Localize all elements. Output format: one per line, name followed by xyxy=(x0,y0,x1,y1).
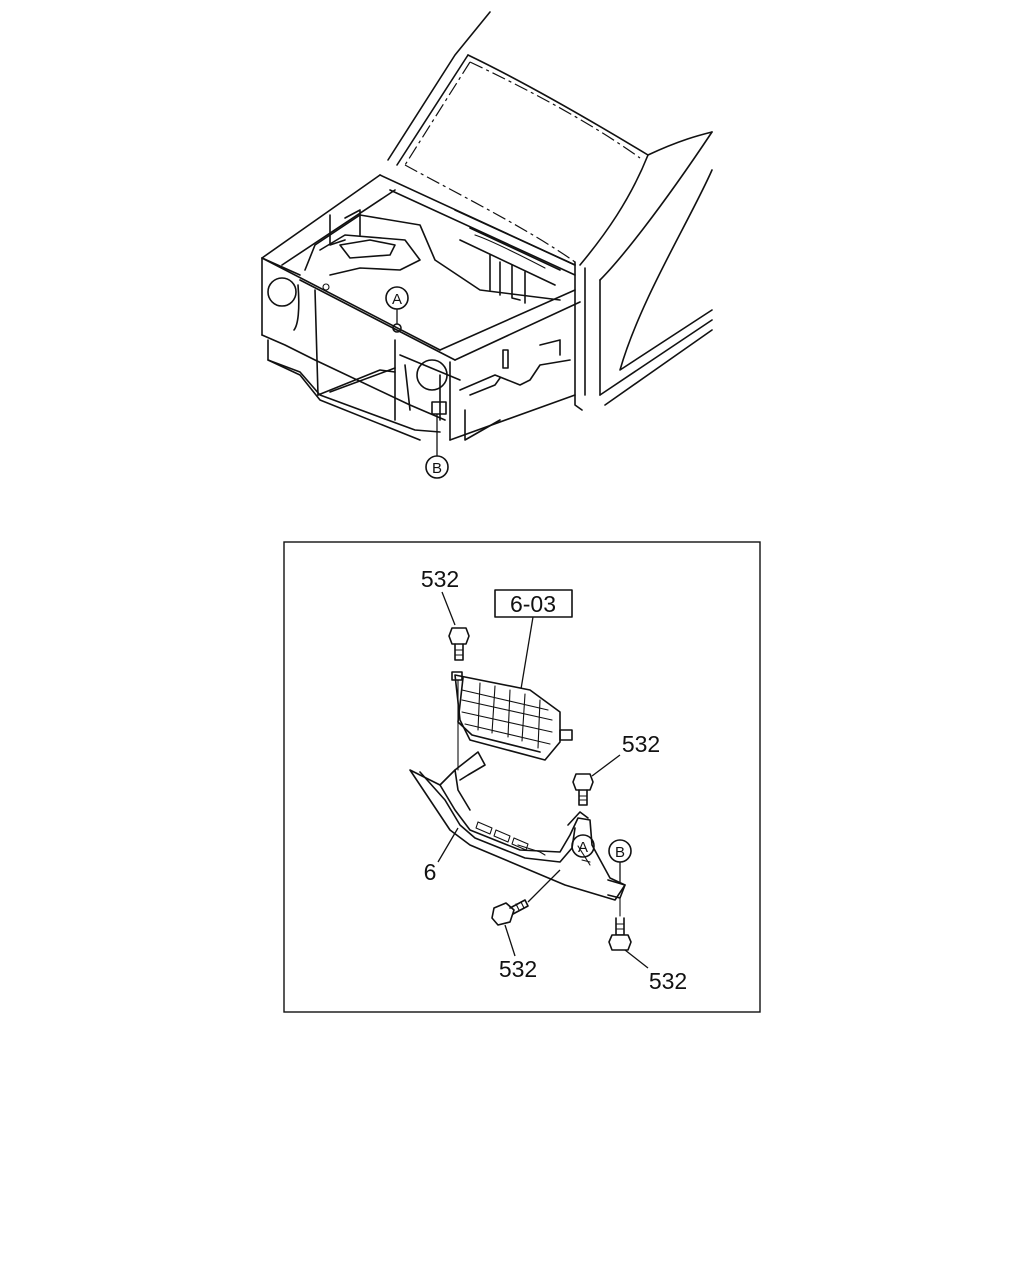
bolt-532-right xyxy=(572,754,621,806)
bolt-532-bottom-right xyxy=(608,896,649,969)
detail-frame xyxy=(283,541,761,1013)
bolt-label-bottom: 532 xyxy=(499,956,537,982)
grille-detail: 6-03 xyxy=(409,566,687,994)
bolt-label-bottom-right: 532 xyxy=(649,968,687,994)
grille-slats xyxy=(461,682,553,749)
bolt-532-bottom xyxy=(491,869,561,957)
detail-callout-a xyxy=(571,834,595,858)
reference-label: 6-03 xyxy=(510,591,556,617)
detail-callout-b-letter: B xyxy=(615,844,625,861)
base-vents xyxy=(475,821,546,856)
bolt-label-top: 532 xyxy=(421,566,459,592)
bolt-label-right: 532 xyxy=(622,731,660,757)
cab-front-view: A B xyxy=(261,11,713,479)
bolt-532-top xyxy=(441,591,470,661)
part-6-label: 6 xyxy=(424,859,437,885)
callout-a-letter: A xyxy=(392,291,402,308)
detail-callout-a-letter: A xyxy=(578,839,588,856)
reference-box xyxy=(494,589,573,618)
callout-b-letter: B xyxy=(432,460,442,477)
